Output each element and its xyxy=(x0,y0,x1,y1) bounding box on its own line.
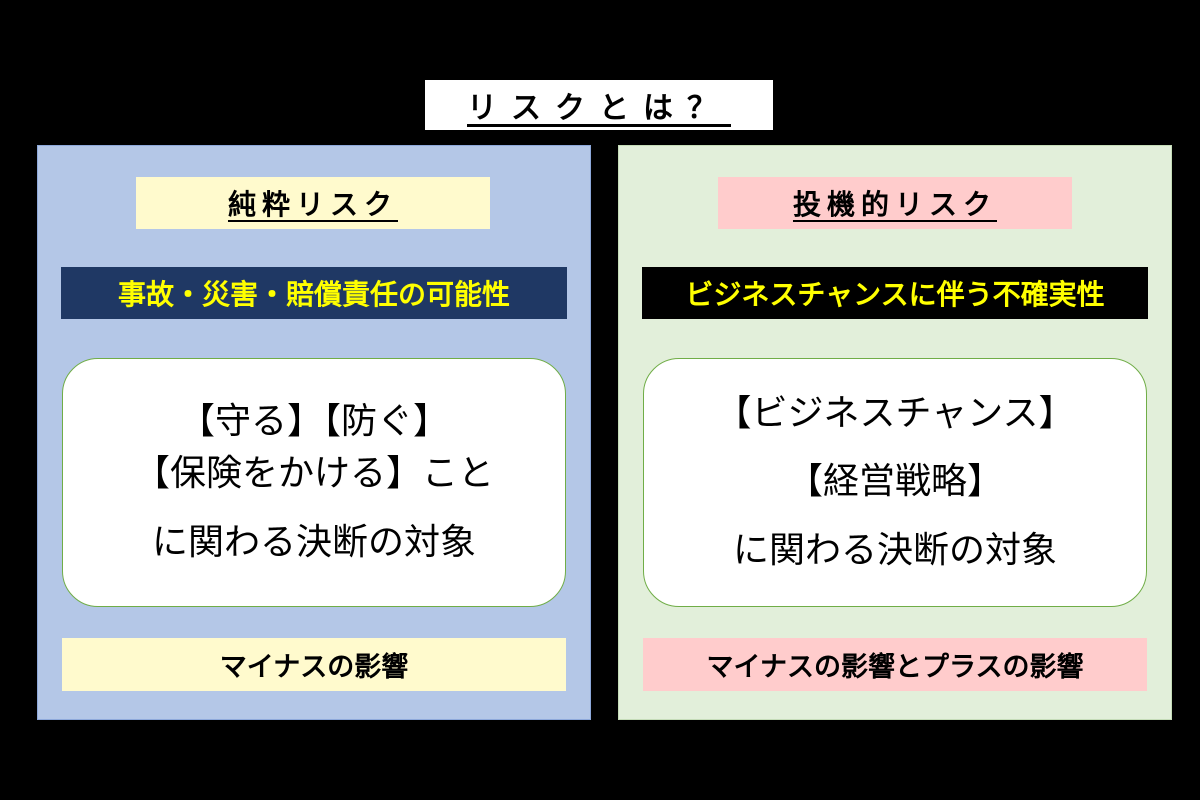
diagram-title: リスクとは？ xyxy=(425,80,773,130)
pure-risk-impact: マイナスの影響 xyxy=(62,638,566,691)
description-line: に関わる決断の対象 xyxy=(732,529,1057,571)
speculative-risk-label-text: 投機的リスク xyxy=(792,188,997,221)
pure-risk-definition: 事故・災害・賠償責任の可能性 xyxy=(61,267,567,319)
description-line: 【経営戦略】 xyxy=(786,461,1003,503)
description-line: 【守る】【防ぐ】 xyxy=(178,401,449,443)
pure-risk-description: 【守る】【防ぐ】 【保険をかける】こと に関わる決断の対象 xyxy=(62,358,566,607)
speculative-risk-description: 【ビジネスチャンス】 【経営戦略】 に関わる決断の対象 xyxy=(643,358,1147,607)
description-line: 【ビジネスチャンス】 xyxy=(715,392,1075,434)
speculative-risk-impact: マイナスの影響とプラスの影響 xyxy=(643,638,1147,691)
title-text: リスクとは？ xyxy=(467,91,731,126)
description-line: 【保険をかける】こと xyxy=(133,453,494,495)
description-line: に関わる決断の対象 xyxy=(151,521,476,563)
speculative-risk-panel: 投機的リスク ビジネスチャンスに伴う不確実性 【ビジネスチャンス】 【経営戦略】… xyxy=(618,145,1172,720)
pure-risk-label-text: 純粋リスク xyxy=(227,188,398,221)
speculative-risk-label: 投機的リスク xyxy=(718,177,1072,229)
pure-risk-panel: 純粋リスク 事故・災害・賠償責任の可能性 【守る】【防ぐ】 【保険をかける】こと… xyxy=(37,145,591,720)
speculative-risk-definition: ビジネスチャンスに伴う不確実性 xyxy=(642,267,1148,319)
pure-risk-label: 純粋リスク xyxy=(136,177,490,229)
